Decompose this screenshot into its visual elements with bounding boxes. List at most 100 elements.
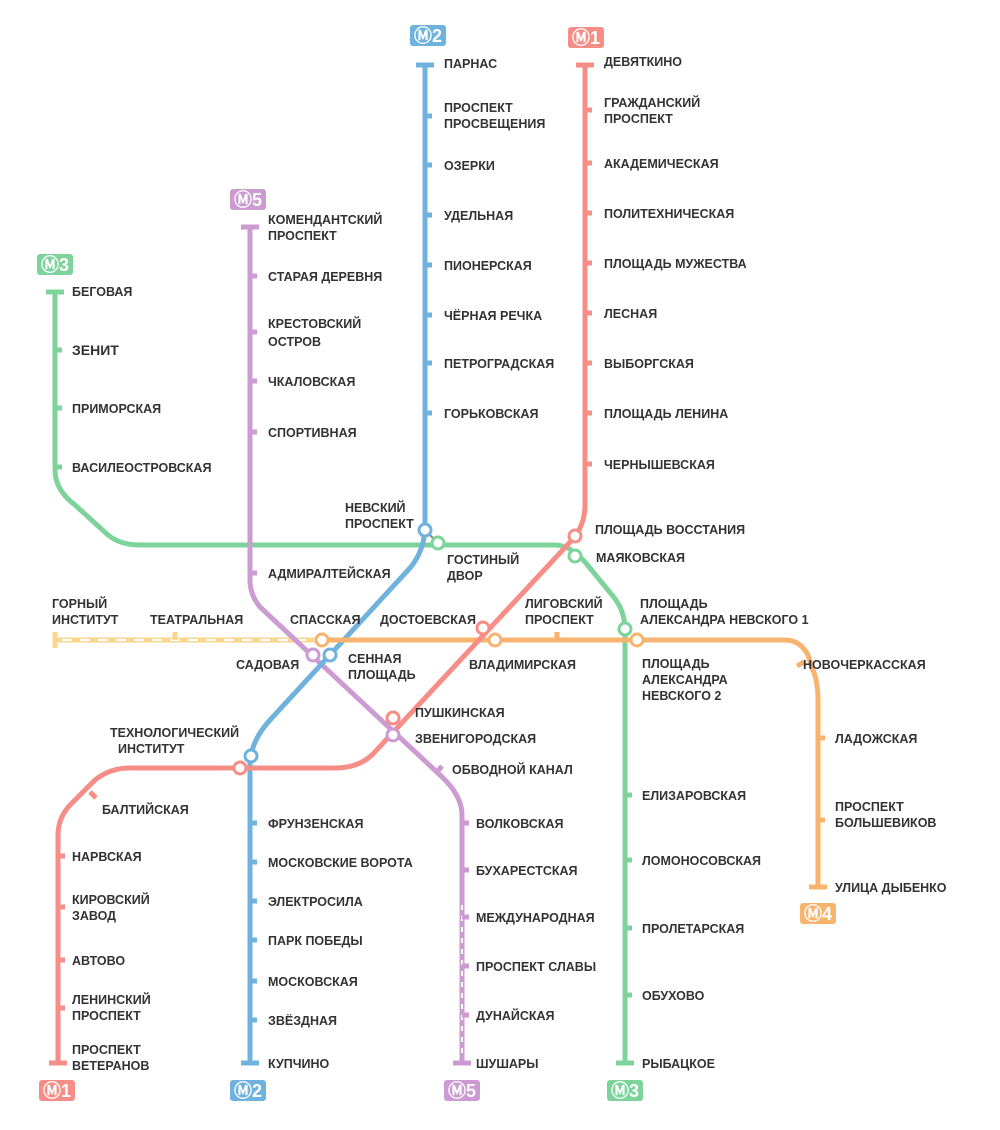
station-label[interactable]: ПОЛИТЕХНИЧЕСКАЯ <box>604 207 734 221</box>
station-label[interactable]: ПЕТРОГРАДСКАЯ <box>444 357 554 371</box>
station-label[interactable]: КИРОВСКИЙ <box>72 892 150 907</box>
station-label[interactable]: ПУШКИНСКАЯ <box>415 706 505 720</box>
transfer-vladimirskaya[interactable] <box>475 620 491 636</box>
station-label[interactable]: ИНСТИТУТ <box>118 742 185 756</box>
station-label[interactable]: АЛЕКСАНДРА <box>642 673 728 687</box>
station-label[interactable]: ПЛОЩАДЬ ЛЕНИНА <box>604 407 728 421</box>
station-label[interactable]: ТЕАТРАЛЬНАЯ <box>150 613 243 627</box>
station-label[interactable]: ПРОСПЕКТ <box>268 229 337 243</box>
station-label[interactable]: СТАРАЯ ДЕРЕВНЯ <box>268 270 382 284</box>
station-label[interactable]: БАЛТИЙСКАЯ <box>102 802 189 817</box>
station-label[interactable]: ГОСТИНЫЙ <box>447 552 519 567</box>
station-label[interactable]: ВАСИЛЕОСТРОВСКАЯ <box>72 461 211 475</box>
station-label[interactable]: КРЕСТОВСКИЙ <box>268 316 361 331</box>
station-label[interactable]: ВОЛКОВСКАЯ <box>476 817 563 831</box>
station-label[interactable]: ЗАВОД <box>72 909 116 923</box>
station-label[interactable]: ПЛОЩАДЬ <box>642 657 710 671</box>
transfer-pushkinskaya[interactable] <box>385 710 401 726</box>
station-label[interactable]: ПРИМОРСКАЯ <box>72 402 161 416</box>
station-label[interactable]: МОСКОВСКИЕ ВОРОТА <box>268 856 413 870</box>
station-label[interactable]: ЭЛЕКТРОСИЛА <box>268 895 363 909</box>
station-label[interactable]: БОЛЬШЕВИКОВ <box>835 816 936 830</box>
station-label[interactable]: ОБУХОВО <box>642 989 705 1003</box>
station-label[interactable]: АЛЕКСАНДРА НЕВСКОГО 1 <box>640 613 809 627</box>
station-label[interactable]: ПРОСПЕКТ <box>72 1043 141 1057</box>
station-label[interactable]: ПЛОЩАДЬ МУЖЕСТВА <box>604 257 747 271</box>
station-label[interactable]: ПРОСПЕКТ СЛАВЫ <box>476 960 596 974</box>
station-label[interactable]: МАЯКОВСКАЯ <box>596 551 685 565</box>
station-label[interactable]: ФРУНЗЕНСКАЯ <box>268 817 364 831</box>
station-label[interactable]: ПРОСПЕКТ <box>345 517 414 531</box>
station-label[interactable]: ЛЕСНАЯ <box>604 307 657 321</box>
transfer-nevskogo-1[interactable] <box>617 621 633 637</box>
station-label[interactable]: РЫБАЦКОЕ <box>642 1057 715 1071</box>
transfer-mayakovskaya[interactable] <box>567 548 583 564</box>
transfer-tech-institute-1[interactable] <box>232 760 248 776</box>
station-label[interactable]: ГРАЖДАНСКИЙ <box>604 95 700 110</box>
station-label[interactable]: МЕЖДУНАРОДНАЯ <box>476 911 595 925</box>
transfer-vosstaniya[interactable] <box>567 528 583 544</box>
station-label[interactable]: ПРОСПЕКТ <box>444 101 513 115</box>
station-label[interactable]: СЕННАЯ <box>348 652 401 666</box>
station-label[interactable]: СПАССКАЯ <box>290 613 360 627</box>
station-label[interactable]: ПАРК ПОБЕДЫ <box>268 934 363 948</box>
station-label[interactable]: ГОРНЫЙ <box>52 596 107 611</box>
station-label[interactable]: ПИОНЕРСКАЯ <box>444 259 532 273</box>
station-label[interactable]: ШУШАРЫ <box>476 1057 539 1071</box>
station-label[interactable]: ЕЛИЗАРОВСКАЯ <box>642 789 746 803</box>
station-label[interactable]: ОБВОДНОЙ КАНАЛ <box>452 762 573 777</box>
station-label[interactable]: КУПЧИНО <box>268 1057 329 1071</box>
station-label[interactable]: НАРВСКАЯ <box>72 850 142 864</box>
station-label[interactable]: ДВОР <box>447 569 483 583</box>
station-label[interactable]: ГОРЬКОВСКАЯ <box>444 407 539 421</box>
station-label[interactable]: ЗЕНИТ <box>72 342 119 358</box>
station-label[interactable]: ДУНАЙСКАЯ <box>476 1008 555 1023</box>
station-label[interactable]: ПЛОЩАДЬ <box>640 597 708 611</box>
station-label[interactable]: ДОСТОЕВСКАЯ <box>380 613 476 627</box>
station-label[interactable]: ПЛОЩАДЬ <box>348 668 416 682</box>
station-label[interactable]: ОЗЕРКИ <box>444 159 495 173</box>
station-label[interactable]: НЕВСКИЙ <box>345 500 406 515</box>
station-label[interactable]: ВЛАДИМИРСКАЯ <box>469 658 576 672</box>
station-label[interactable]: ИНСТИТУТ <box>52 613 119 627</box>
station-label[interactable]: ВЫБОРГСКАЯ <box>604 357 694 371</box>
station-label[interactable]: ЛЕНИНСКИЙ <box>72 992 151 1007</box>
station-label[interactable]: УЛИЦА ДЫБЕНКО <box>835 881 947 895</box>
transfer-tech-institute-2[interactable] <box>243 748 259 764</box>
station-label[interactable]: ЧЁРНАЯ РЕЧКА <box>444 308 542 323</box>
station-label[interactable]: ОСТРОВ <box>268 335 321 349</box>
station-label[interactable]: ЛИГОВСКИЙ <box>525 596 603 611</box>
station-label[interactable]: АДМИРАЛТЕЙСКАЯ <box>268 566 391 581</box>
station-label[interactable]: ПРОСПЕКТ <box>604 112 673 126</box>
transfer-sennaya[interactable] <box>322 647 338 663</box>
station-label[interactable]: ПРОСПЕКТ <box>835 800 904 814</box>
transfer-sadovaya[interactable] <box>305 647 321 663</box>
transfer-zvenigorodskaya[interactable] <box>385 727 401 743</box>
station-label[interactable]: ДЕВЯТКИНО <box>604 55 682 69</box>
station-label[interactable]: ВЕТЕРАНОВ <box>72 1059 149 1073</box>
station-label[interactable]: ПЛОЩАДЬ ВОССТАНИЯ <box>595 523 745 537</box>
transfer-spasskaya[interactable] <box>314 632 330 648</box>
station-label[interactable]: УДЕЛЬНАЯ <box>444 209 513 223</box>
station-label[interactable]: АКАДЕМИЧЕСКАЯ <box>604 157 719 171</box>
station-label[interactable]: СПОРТИВНАЯ <box>268 426 357 440</box>
station-label[interactable]: ЛОМОНОСОВСКАЯ <box>642 854 761 868</box>
station-label[interactable]: ЗВЕНИГОРОДСКАЯ <box>415 732 536 746</box>
station-label[interactable]: КОМЕНДАНТСКИЙ <box>268 212 382 227</box>
station-label[interactable]: БУХАРЕСТСКАЯ <box>476 864 578 878</box>
station-label[interactable]: ПРОСВЕЩЕНИЯ <box>444 117 545 131</box>
station-label[interactable]: НЕВСКОГО 2 <box>642 689 721 703</box>
station-label[interactable]: ПАРНАС <box>444 57 497 71</box>
transfer-nevsky[interactable] <box>417 522 433 538</box>
station-label[interactable]: НОВОЧЕРКАССКАЯ <box>803 658 926 672</box>
station-label[interactable]: ПРОСПЕКТ <box>72 1009 141 1023</box>
station-label[interactable]: ПРОСПЕКТ <box>525 613 594 627</box>
station-label[interactable]: ЧЕРНЫШЕВСКАЯ <box>604 458 715 472</box>
station-label[interactable]: АВТОВО <box>72 954 125 968</box>
station-label[interactable]: САДОВАЯ <box>236 658 299 672</box>
station-label[interactable]: ЧКАЛОВСКАЯ <box>268 375 355 389</box>
station-label[interactable]: ЗВЁЗДНАЯ <box>268 1013 337 1028</box>
transfer-dostoevskaya[interactable] <box>487 632 503 648</box>
station-label[interactable]: ТЕХНОЛОГИЧЕСКИЙ <box>110 725 239 740</box>
station-label[interactable]: МОСКОВСКАЯ <box>268 975 358 989</box>
